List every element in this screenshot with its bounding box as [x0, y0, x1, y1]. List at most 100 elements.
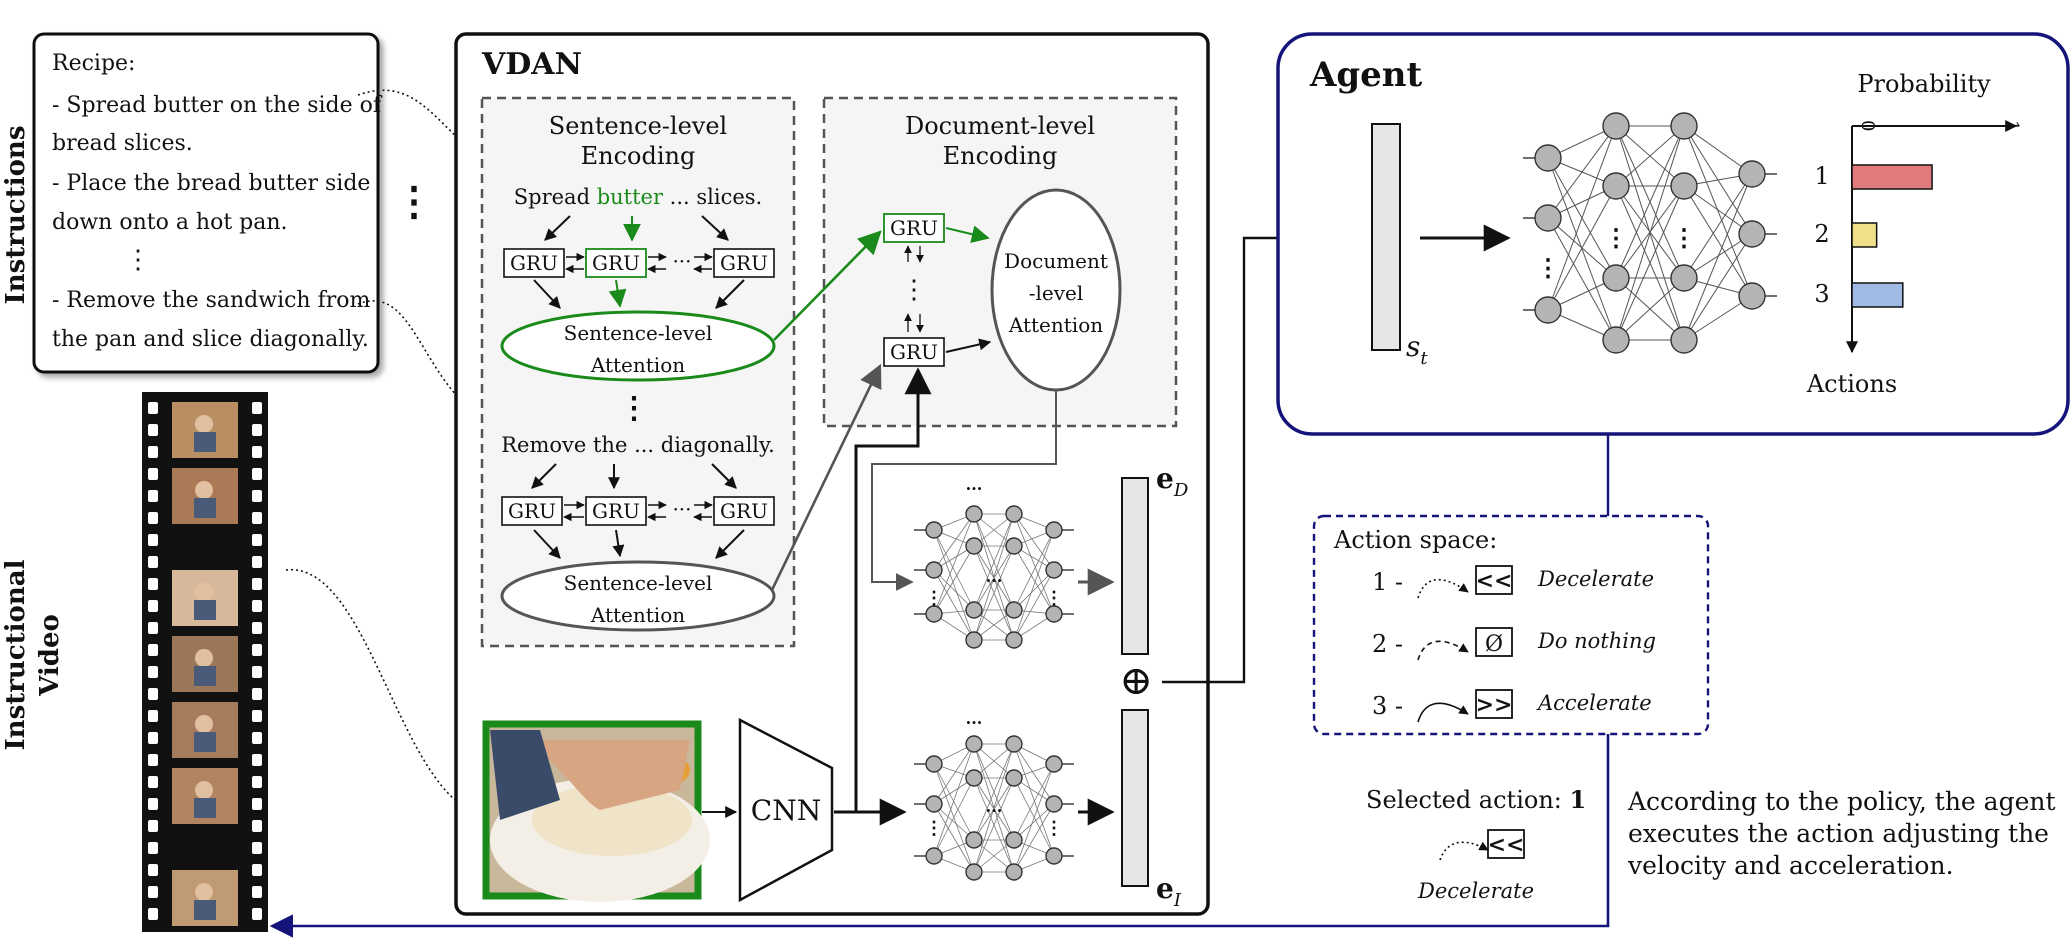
document-gru-top-label: GRU	[890, 216, 938, 240]
sentence-attention-1	[500, 310, 776, 382]
video-film-strip: ⋮⋮	[142, 392, 268, 932]
film-sprocket-hole	[148, 864, 158, 876]
film-sprocket-hole	[252, 710, 262, 722]
mlp-ellipsis: ⋮	[1672, 223, 1696, 252]
video-side-label-line1: Instructional	[1, 559, 31, 750]
arrow-cnn-to-docgru	[854, 367, 932, 812]
film-sprocket-hole	[252, 776, 262, 788]
film-sprocket-hole	[148, 732, 158, 744]
action-3-arrow	[1417, 702, 1469, 723]
agent-box	[1276, 32, 2070, 436]
probability-bar-1	[1851, 164, 1933, 190]
mlp-node	[1045, 755, 1063, 773]
film-sprocket-hole	[252, 424, 262, 436]
probability-bar-2	[1851, 222, 1878, 248]
film-sprocket-hole	[252, 644, 262, 656]
film-vdots: ⋮	[192, 837, 218, 867]
film-sprocket-hole	[148, 578, 158, 590]
instructions-side-label: Instructions	[1, 126, 31, 305]
vdan-title: VDAN	[481, 47, 582, 82]
action-1-icon	[1475, 565, 1513, 595]
film-sprocket-hole	[252, 600, 262, 612]
sentence1-gru-2-label: GRU	[592, 251, 640, 275]
policy-text-line-2: executes the action adjusting the	[1628, 819, 2049, 848]
sentence2-gru-2	[585, 496, 647, 526]
film-sprocket-hole	[252, 556, 262, 568]
agent-title: Agent	[1309, 55, 1423, 95]
film-sprocket-hole	[148, 446, 158, 458]
policy-text-line-3: velocity and acceleration.	[1627, 851, 1954, 880]
recipe-line-1: - Spread butter on the side of	[52, 93, 383, 118]
policy-text-line-1: According to the policy, the agent	[1627, 787, 2056, 816]
mlp-node	[1045, 795, 1063, 813]
cnn-label: CNN	[751, 794, 821, 827]
sentence-panel-title-2: Encoding	[581, 142, 696, 170]
film-sprocket-hole	[148, 908, 158, 920]
sentence-panel-vdots: ⋮	[619, 391, 649, 426]
mlp-node	[1005, 831, 1023, 849]
sentence2-gru-1	[501, 496, 563, 526]
film-sprocket-hole	[252, 842, 262, 854]
mlp-node	[1738, 282, 1766, 310]
sentence-attention-2-label-1: Sentence-level	[564, 571, 713, 595]
arrow-docattn-to-mlp	[871, 390, 1057, 591]
mlp-node	[1738, 160, 1766, 188]
sentence2-gru-3-label: GRU	[720, 499, 768, 523]
film-sprocket-hole	[252, 622, 262, 634]
mlp-node	[965, 863, 983, 881]
sentence1-gru-3	[713, 248, 775, 278]
document-gru-top	[883, 213, 945, 243]
sentence2-gru-dots: ···	[672, 497, 691, 521]
film-sprocket-hole	[148, 644, 158, 656]
concat-oplus: ⊕	[1119, 658, 1153, 704]
action-1-label: Decelerate	[1537, 567, 1654, 591]
feedback-arrow-to-video	[269, 734, 1610, 938]
sentence2-gru-2-label: GRU	[592, 499, 640, 523]
mlp-ellipsis: ⋮	[1045, 818, 1063, 839]
recipe-line-2: bread slices.	[52, 131, 193, 156]
mlp-node	[1602, 326, 1630, 354]
document-panel-title-2: Encoding	[943, 142, 1058, 170]
mlp-document: ······⋮⋮	[914, 479, 1074, 649]
film-sprocket-hole	[148, 556, 158, 568]
mlp-node	[1670, 326, 1698, 354]
film-sprocket-hole	[148, 710, 158, 722]
recipe-continuation-dots: ⋮	[394, 178, 434, 225]
action-2-label: Do nothing	[1537, 629, 1656, 653]
document-attention-label-2: -level	[1029, 281, 1084, 305]
film-sprocket-hole	[252, 446, 262, 458]
mlp-node	[965, 537, 983, 555]
probability-category-2: 2	[1814, 220, 1829, 248]
mlp-node	[1005, 537, 1023, 555]
mlp-node	[1005, 863, 1023, 881]
mlp-node	[965, 769, 983, 787]
mlp-ellipsis: ⋮	[925, 818, 943, 839]
mlp-node	[925, 795, 943, 813]
film-sprocket-hole	[252, 886, 262, 898]
selected-action-glyph: <<	[1488, 832, 1525, 858]
action-3-icon	[1475, 689, 1513, 719]
mlp-node	[965, 735, 983, 753]
film-vdots: ⋮	[192, 537, 218, 567]
mlp-node	[925, 521, 943, 539]
mlp-node	[965, 831, 983, 849]
action-2-number: 2 -	[1372, 630, 1403, 658]
film-sprocket-hole	[148, 512, 158, 524]
film-sprocket-hole	[252, 754, 262, 766]
film-sprocket-hole	[148, 424, 158, 436]
film-sprocket-hole	[148, 776, 158, 788]
sentence-2: Remove the ... diagonally.	[501, 433, 775, 457]
action-1-glyph: <<	[1476, 568, 1513, 594]
mlp-node	[965, 631, 983, 649]
sentence-attention-1-label-2: Attention	[590, 353, 685, 377]
film-sprocket-hole	[148, 622, 158, 634]
sentence-attention-2-label-2: Attention	[590, 603, 685, 627]
sentence-level-panel: Sentence-level Encoding Spread butter ..…	[480, 96, 796, 648]
film-sprocket-hole	[148, 600, 158, 612]
mlp-ellipsis: ⋮	[1536, 253, 1560, 282]
sentence2-gru-1-label: GRU	[508, 499, 556, 523]
mlp-ellipsis: ⋮	[1604, 223, 1628, 252]
action-space-title: Action space:	[1333, 526, 1497, 554]
mlp-node	[1534, 296, 1562, 324]
probability-bar-3	[1851, 282, 1904, 308]
